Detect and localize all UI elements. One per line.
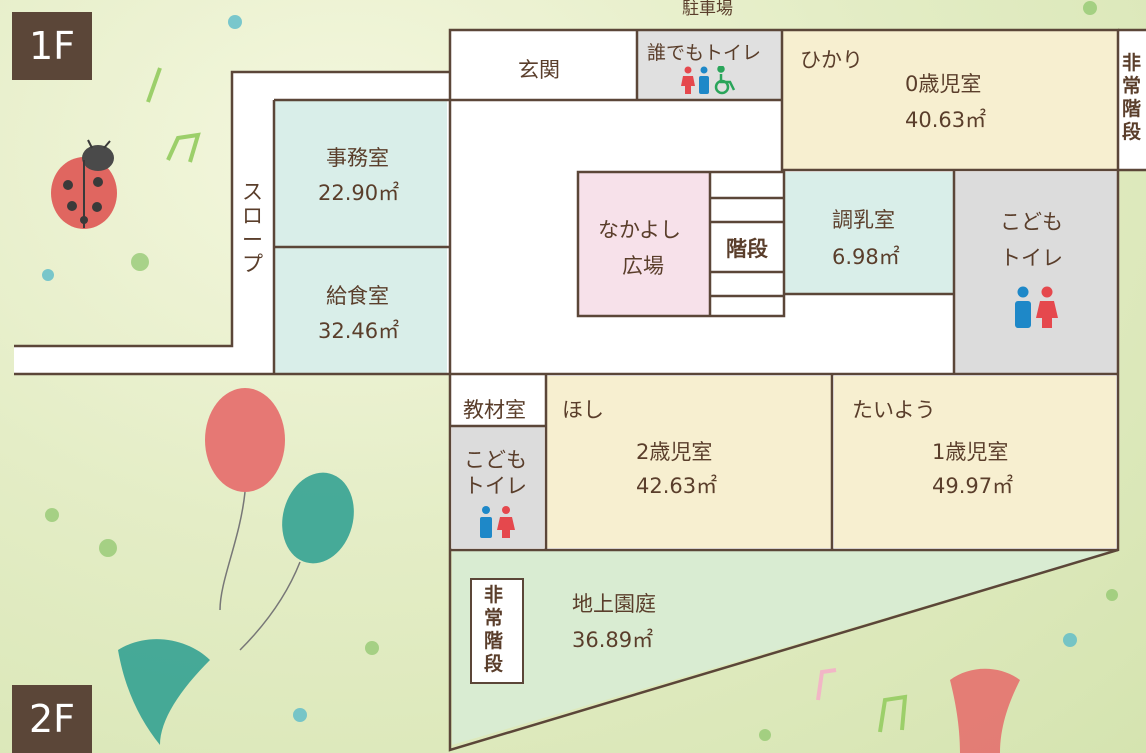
slope-char: ロ bbox=[242, 204, 263, 228]
wheelchair-icon bbox=[714, 66, 736, 95]
kids-toilet-1-line2: トイレ bbox=[1000, 246, 1063, 270]
emergency-stairs-right-char: 常 bbox=[1122, 75, 1142, 97]
slope-char: プ bbox=[242, 252, 263, 276]
milk-room-type: 調乳室 bbox=[832, 208, 895, 232]
plaza-fill bbox=[578, 172, 710, 316]
kids-toilet-1-line1: こども bbox=[1000, 210, 1063, 234]
kids-toilet-2-line2: トイレ bbox=[464, 474, 527, 498]
universal-toilet-icons bbox=[681, 66, 736, 95]
stairs-right-fill bbox=[1118, 30, 1146, 170]
room-0-fill bbox=[782, 30, 1118, 170]
universal-toilet-fill bbox=[637, 30, 782, 100]
emergency-stairs-right-char: 階 bbox=[1122, 98, 1142, 120]
male-toilet-icon bbox=[699, 66, 709, 94]
stairs-label: 階段 bbox=[724, 233, 770, 263]
emergency-stairs-left-char: 常 bbox=[484, 607, 504, 629]
plaza-label-line1: なかよし bbox=[598, 218, 681, 242]
emergency-stairs-left-label: 非 常 階 段 bbox=[484, 584, 503, 676]
emergency-stairs-right-char: 非 bbox=[1122, 52, 1142, 74]
room-1-fill bbox=[834, 376, 1116, 548]
room-0-area: 40.63㎡ bbox=[905, 108, 987, 132]
floor-label-2f: 2F bbox=[12, 685, 92, 753]
milk-room-fill bbox=[784, 172, 954, 294]
room-0-name: ひかり bbox=[800, 48, 863, 72]
floor-label-1f: 1F bbox=[12, 12, 92, 80]
room-1-area: 49.97㎡ bbox=[932, 474, 1014, 498]
room-2-fill bbox=[546, 376, 832, 548]
office-fill bbox=[275, 100, 447, 247]
kitchen-area: 32.46㎡ bbox=[318, 319, 400, 343]
emergency-stairs-right-label: 非 常 階 段 bbox=[1122, 52, 1141, 144]
female-toilet-icon bbox=[1036, 286, 1058, 328]
material-room-label: 教材室 bbox=[463, 398, 526, 422]
kids-toilet-2-line1: こども bbox=[464, 448, 527, 472]
universal-toilet-label: 誰でもトイレ bbox=[647, 42, 762, 64]
room-0-type: 0歳児室 bbox=[905, 72, 982, 96]
emergency-stairs-left-char: 階 bbox=[484, 630, 504, 652]
male-toilet-icon bbox=[1015, 286, 1031, 328]
garden-type: 地上園庭 bbox=[572, 592, 656, 616]
room-1-type: 1歳児室 bbox=[932, 440, 1009, 464]
room-2-type: 2歳児室 bbox=[636, 440, 713, 464]
male-toilet-icon bbox=[480, 506, 492, 538]
parking-label: 駐車場 bbox=[682, 0, 733, 19]
female-toilet-icon bbox=[497, 506, 515, 538]
slope-char: ー bbox=[242, 228, 263, 252]
milk-room-area: 6.98㎡ bbox=[832, 245, 900, 269]
emergency-stairs-right-char: 段 bbox=[1122, 121, 1142, 143]
office-area: 22.90㎡ bbox=[318, 181, 400, 205]
kids-toilet-1-fill bbox=[954, 172, 1118, 374]
garden-area-value: 36.89㎡ bbox=[572, 628, 654, 652]
emergency-stairs-left-char: 段 bbox=[484, 653, 504, 675]
room-2-area: 42.63㎡ bbox=[636, 474, 718, 498]
kids-toilet-1-icons bbox=[1015, 286, 1058, 328]
female-toilet-icon bbox=[681, 66, 695, 94]
plaza-label-line2: 広場 bbox=[622, 254, 664, 278]
kitchen-fill bbox=[275, 247, 447, 373]
kids-toilet-2-icons bbox=[480, 506, 515, 538]
slope-char: ス bbox=[242, 180, 263, 204]
emergency-stairs-left-box bbox=[470, 578, 524, 684]
slope-label: ス ロ ー プ bbox=[242, 180, 263, 276]
office-type: 事務室 bbox=[326, 146, 389, 170]
room-1-name: たいよう bbox=[852, 398, 936, 422]
kitchen-type: 給食室 bbox=[326, 284, 389, 308]
room-2-name: ほし bbox=[562, 398, 604, 422]
emergency-stairs-left-char: 非 bbox=[484, 584, 504, 606]
entrance-label: 玄関 bbox=[518, 58, 560, 82]
